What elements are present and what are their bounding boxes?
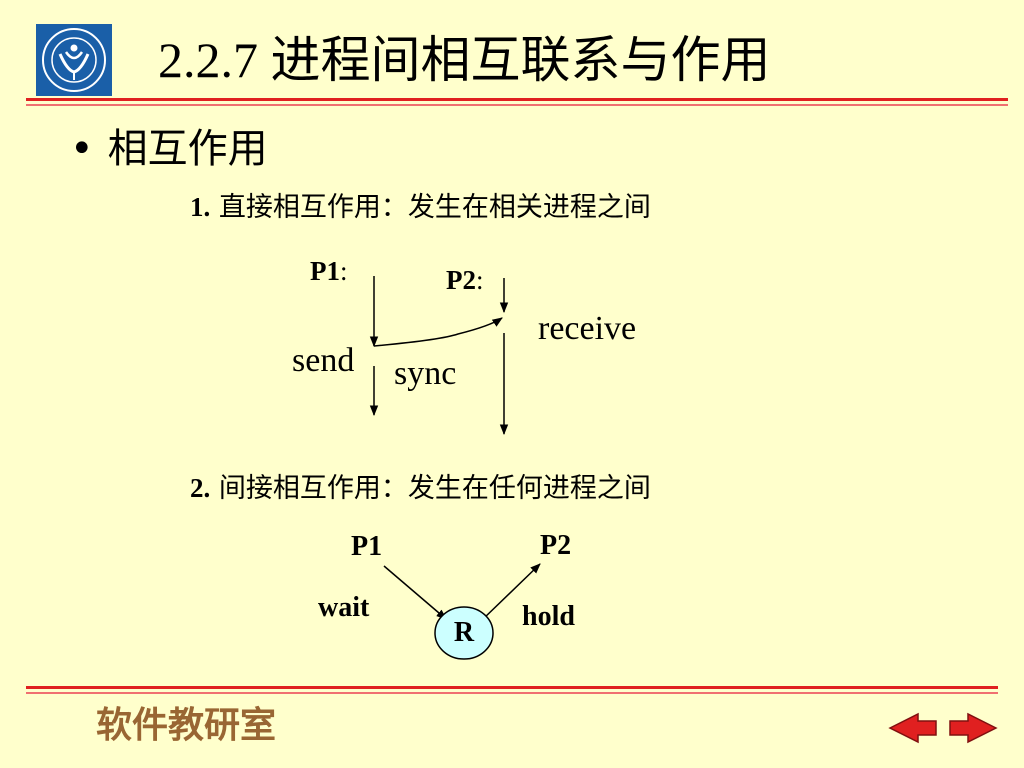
bullet-marker: • [70, 126, 94, 172]
sync-label: sync [394, 355, 457, 392]
sync-curve [373, 317, 503, 347]
bullet-text: 相互作用 [107, 126, 268, 172]
send-label: send [292, 342, 355, 379]
title-rule-thin [26, 104, 1008, 106]
footer-rule [26, 686, 998, 689]
slide-title: 2.2.7 进程间相互联系与作用 [158, 32, 771, 88]
footer-text: 软件教研室 [96, 705, 277, 746]
university-logo-icon [36, 24, 112, 96]
indirect-p1-label: P1 [351, 531, 383, 562]
wait-label: wait [318, 592, 370, 623]
hold-arrow [481, 563, 541, 621]
direct-interaction-heading: 1. 直接相互作用：发生在相关进程之间 [190, 190, 651, 225]
p2-label: P2: [446, 265, 484, 295]
wait-arrow [383, 565, 447, 620]
p1-label: P1: [310, 256, 348, 286]
indirect-interaction-heading: 2. 间接相互作用：发生在任何进程之间 [190, 471, 651, 506]
direct-text: 直接相互作用：发生在相关进程之间 [218, 192, 651, 223]
footer-rule-thin [26, 692, 998, 694]
receive-label: receive [538, 310, 637, 347]
hold-label: hold [522, 601, 575, 632]
indirect-p2-label: P2 [540, 530, 572, 561]
resource-node [434, 606, 494, 660]
resource-label: R [453, 617, 475, 648]
bullet-item: • 相互作用 [70, 124, 268, 174]
direct-number: 1. [190, 192, 211, 222]
next-arrow-icon[interactable] [946, 712, 998, 744]
indirect-number: 2. [190, 473, 211, 503]
title-rule [26, 98, 1008, 101]
prev-arrow-icon[interactable] [888, 712, 940, 744]
indirect-text: 间接相互作用：发生在任何进程之间 [218, 473, 651, 504]
